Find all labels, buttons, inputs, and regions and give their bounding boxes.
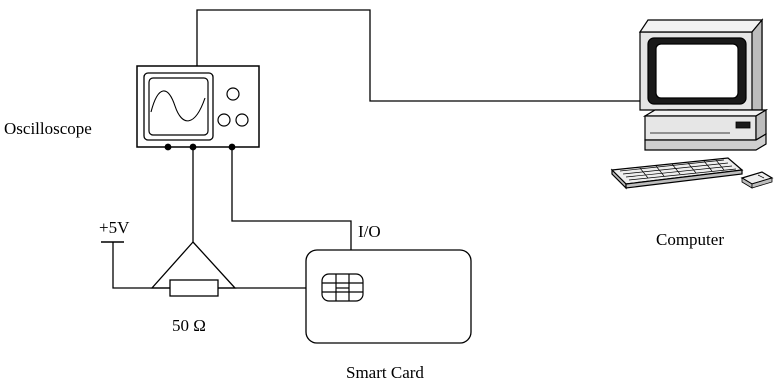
wire-scope-to-computer xyxy=(196,9,640,102)
computer-label: Computer xyxy=(656,230,724,249)
scope-jack-3 xyxy=(228,143,236,151)
scope-jack-2 xyxy=(189,143,197,151)
smart-card-body xyxy=(305,249,472,344)
drive-slot xyxy=(735,121,751,129)
scope-knob-right xyxy=(235,113,249,127)
scope-jack-1 xyxy=(164,143,172,151)
io-label: I/O xyxy=(358,222,381,241)
system-unit-top xyxy=(642,109,769,117)
scope-knob-top xyxy=(226,87,240,101)
computer-icon xyxy=(610,18,774,190)
system-unit-base xyxy=(644,132,767,151)
chip-contact-icon xyxy=(321,273,364,302)
oscilloscope-icon xyxy=(136,65,260,151)
wire-supply-rail xyxy=(112,242,170,289)
monitor-top-shade xyxy=(638,19,764,33)
supply-voltage-label: +5V xyxy=(99,218,130,237)
oscilloscope-label: Oscilloscope xyxy=(4,119,92,138)
scope-knob-left xyxy=(217,113,231,127)
oscilloscope-screen xyxy=(148,77,209,136)
monitor-screen xyxy=(655,43,739,99)
sine-wave-trace xyxy=(150,90,206,122)
keyboard-keys xyxy=(619,159,737,181)
resistor-label: 50 Ω xyxy=(172,316,206,335)
keyboard-edge xyxy=(625,169,743,189)
smart-card-icon xyxy=(305,249,472,344)
monitor-side-shade xyxy=(751,18,763,111)
wire-io-to-card xyxy=(231,147,352,250)
resistor-icon xyxy=(169,279,219,297)
smart-card-label: Smart Card xyxy=(346,363,424,382)
